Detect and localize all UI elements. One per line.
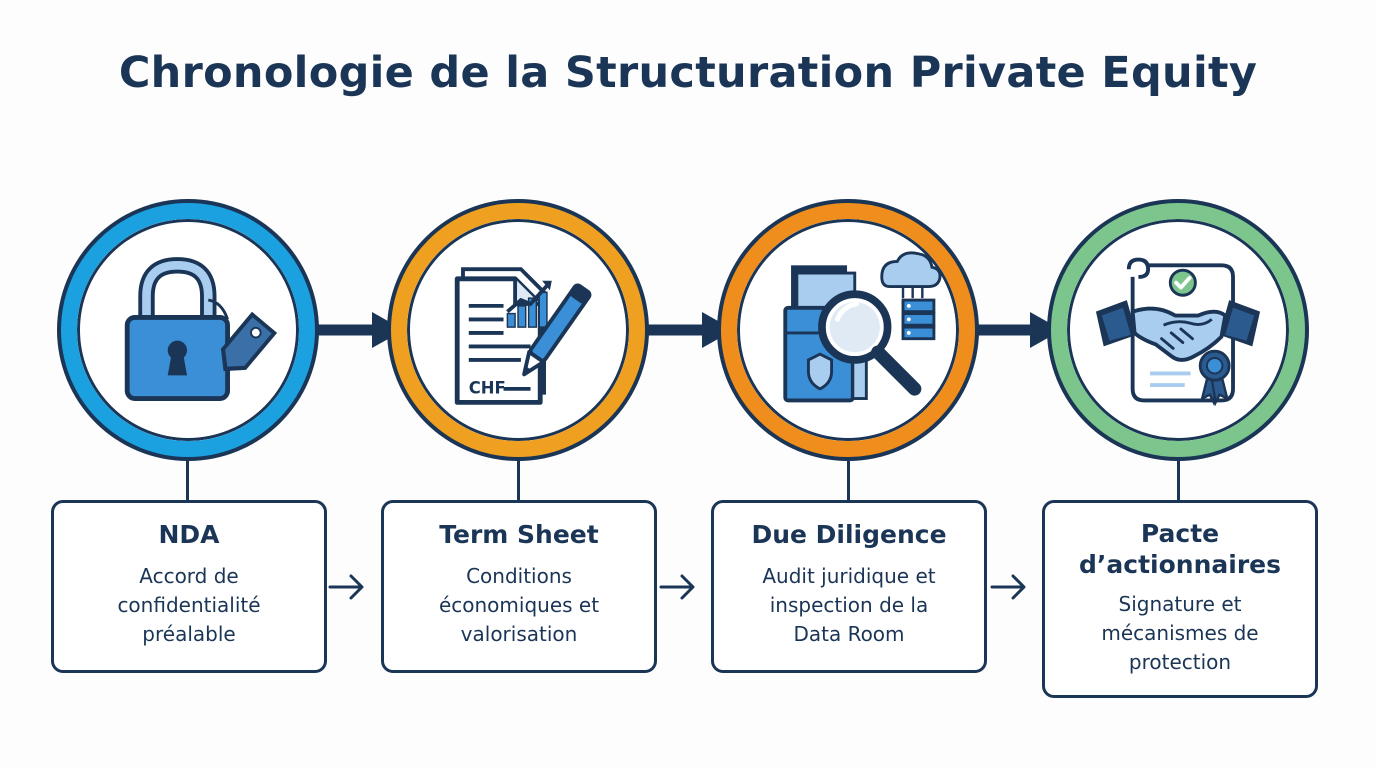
step-nda-description: Accord de confidentialité préalable (117, 564, 261, 646)
card-arrow-1 (328, 574, 364, 600)
step-nda-card: NDA Accord de confidentialité préalable (51, 500, 327, 673)
handshake-certificate-icon (1095, 257, 1261, 407)
step-term-sheet-title: Term Sheet (439, 520, 599, 549)
step-due-diligence-card: Due Diligence Audit juridique et inspect… (711, 500, 987, 673)
step-term-sheet-card: Term Sheet Conditions économiques et val… (381, 500, 657, 673)
step-nda-title: NDA (158, 520, 220, 549)
step-due-diligence-title: Due Diligence (751, 520, 947, 549)
connector-term-sheet (517, 460, 520, 502)
step-pacte-circle (1047, 199, 1309, 461)
step-pacte-description: Signature et mécanismes de protection (1101, 592, 1259, 674)
padlock-tag-icon (124, 257, 278, 401)
folders-magnifier-server-icon (783, 251, 942, 403)
page-title: Chronologie de la Structuration Private … (118, 48, 1258, 98)
step-term-sheet-description: Conditions économiques et valorisation (438, 564, 600, 646)
step-nda-ring (61, 203, 315, 457)
document-pen-chart-icon: CHF (454, 267, 592, 405)
connector-nda (186, 460, 189, 502)
step-due-diligence-description: Audit juridique et inspection de la Data… (762, 564, 936, 646)
step-due-diligence-ring (721, 203, 975, 457)
card-arrow-2 (659, 574, 695, 600)
step-pacte-title: Pacte d’actionnaires (1079, 519, 1281, 579)
connector-due-diligence (847, 460, 850, 502)
step-due-diligence-circle (717, 199, 979, 461)
step-term-sheet-circle: CHF (387, 199, 649, 461)
step-pacte-ring (1051, 203, 1305, 457)
chf-label: CHF (469, 379, 506, 398)
step-nda-circle (57, 199, 319, 461)
card-arrow-3 (990, 574, 1026, 600)
step-pacte-card: Pacte d’actionnaires Signature et mécani… (1042, 500, 1318, 698)
circle-arrow-3 (978, 312, 1062, 348)
connector-pacte (1177, 460, 1180, 502)
step-term-sheet-ring: CHF (391, 203, 645, 457)
